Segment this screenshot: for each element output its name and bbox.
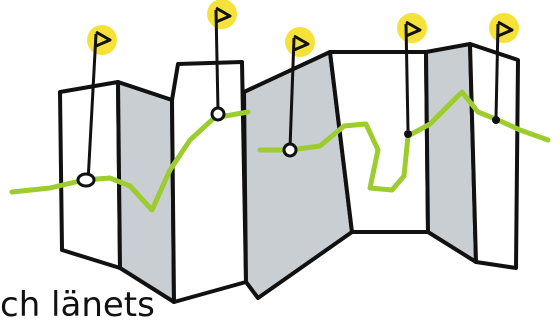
flag-glow <box>397 13 427 43</box>
flag-icon <box>405 20 422 38</box>
flag-pole <box>404 23 410 131</box>
map-panel-2-shaded <box>116 80 176 304</box>
flag-icon <box>293 34 310 52</box>
flag-glow <box>207 0 237 29</box>
flag-glow <box>285 27 315 57</box>
flag-marker-2 <box>207 0 237 122</box>
route-stop-marker <box>282 142 298 158</box>
flag-pole <box>494 23 500 119</box>
flag-pole <box>86 33 98 183</box>
caption-text: ch länets <box>0 285 155 325</box>
flag-icon <box>497 20 514 38</box>
flag-marker-4 <box>397 13 427 138</box>
map-panel-4-shaded <box>242 50 354 300</box>
flags <box>76 0 519 188</box>
map-panel-7 <box>468 42 520 270</box>
route-stop-marker <box>492 116 500 124</box>
route-stop-marker <box>210 106 226 122</box>
flag-marker-1 <box>76 25 117 188</box>
route-stop-marker <box>404 130 412 138</box>
flag-icon <box>95 30 112 48</box>
flag-pole <box>214 9 220 111</box>
route-stop-marker <box>76 172 96 188</box>
flag-glow <box>489 13 519 43</box>
flag-glow <box>87 25 117 55</box>
flag-marker-5 <box>489 13 519 124</box>
map-panel-6-shaded <box>424 42 478 264</box>
map-panels <box>58 42 520 304</box>
route-line <box>9 89 551 213</box>
map-panel-3 <box>170 60 248 304</box>
flag-pole <box>288 37 296 149</box>
flag-icon <box>215 6 232 24</box>
flag-marker-3 <box>282 27 315 158</box>
